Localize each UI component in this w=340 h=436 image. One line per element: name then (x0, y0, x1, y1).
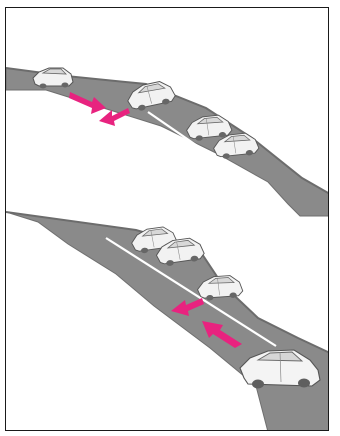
lane-change-illustration (6, 8, 329, 431)
illustration-frame (5, 7, 329, 431)
lower-scene (6, 212, 329, 431)
upper-scene (6, 68, 329, 216)
own-car-upper (33, 68, 73, 89)
